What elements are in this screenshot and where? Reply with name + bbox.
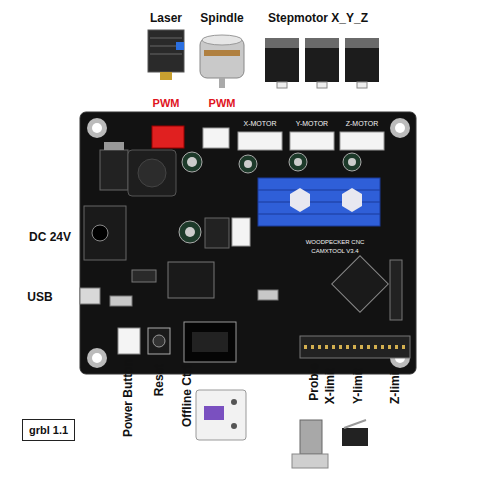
limit-switch-lever: [344, 420, 366, 428]
reset-button-cap: [153, 335, 165, 347]
header-pins: [304, 345, 406, 349]
capacitor-top: [187, 157, 197, 167]
offline-key: [231, 423, 237, 429]
part-label: X-limit: [324, 368, 336, 405]
spindle-end: [202, 35, 242, 45]
offline-header-pins: [192, 332, 228, 352]
icsp-header: [390, 260, 402, 320]
part-label: Y-MOTOR: [296, 120, 328, 127]
mount-hole: [87, 118, 107, 138]
part-label: X-MOTOR: [244, 120, 277, 127]
capacitor: [179, 221, 201, 243]
stepper-cap: [345, 38, 379, 48]
stepper-motor: [305, 38, 339, 82]
crystal: [258, 290, 278, 300]
stepper-connector: [317, 82, 327, 88]
power-button: [118, 328, 140, 354]
laser-module: [148, 30, 184, 72]
offline-key: [231, 399, 237, 405]
capacitor: [239, 155, 257, 173]
mount-hole: [87, 348, 107, 368]
regulator: [100, 150, 128, 190]
usb-chip: [168, 262, 214, 298]
motor-connector: [238, 132, 282, 150]
part-label: PWM: [153, 98, 180, 109]
heatsink-screw: [290, 188, 310, 212]
part-label: Z-limit: [389, 368, 401, 404]
part-label: Power Button: [122, 359, 134, 437]
heatsink-screw: [342, 188, 362, 212]
fan-connector: [232, 218, 250, 246]
capacitor: [343, 153, 361, 171]
heatsink: [258, 178, 380, 226]
mount-hole-center: [92, 353, 102, 363]
part-label: Stepmotor X_Y_Z: [268, 12, 368, 24]
stepper-connector: [277, 82, 287, 88]
regulator: [205, 218, 229, 248]
spindle-connector: [203, 128, 229, 148]
laser-fan-sticker: [176, 42, 184, 50]
part-label: Proble: [308, 363, 320, 400]
part-label: Y-limit: [352, 368, 364, 404]
stepper-cap: [265, 38, 299, 48]
laser-fin: [150, 38, 182, 39]
ic-chip: [132, 270, 156, 282]
crystal: [110, 296, 132, 306]
capacitor: [182, 152, 202, 172]
limit-header: [300, 336, 410, 358]
part-label: USB: [27, 291, 52, 303]
capacitor-top: [294, 158, 302, 166]
capacitor-top: [348, 158, 356, 166]
stepper-connector: [357, 82, 367, 88]
dc-jack: [84, 206, 126, 260]
spindle-band: [204, 50, 240, 56]
stepper-cap: [305, 38, 339, 48]
part-label: Laser: [150, 12, 182, 24]
stepper-motor: [265, 38, 299, 82]
inductor-core: [138, 159, 166, 187]
offline-controller: [196, 390, 246, 440]
limit-switch: [342, 428, 368, 446]
capacitor: [289, 153, 307, 171]
offline-header: [184, 322, 236, 362]
part-label: Z-MOTOR: [346, 120, 379, 127]
dc-jack-hole: [92, 225, 108, 241]
motor-connector: [290, 132, 334, 150]
part-label: Offline Ctrl: [181, 365, 193, 427]
mount-hole-center: [395, 123, 405, 133]
version-text: grbl 1.1: [29, 424, 68, 436]
microcontroller: [332, 256, 389, 313]
offline-screen: [204, 406, 224, 420]
spindle-shaft: [219, 78, 225, 88]
heatsink-fin: [258, 190, 380, 191]
heatsink-fin: [258, 214, 380, 215]
laser-fin: [150, 54, 182, 55]
part-label: DC 24V: [29, 231, 71, 243]
laser-lens: [160, 72, 172, 80]
version-box: grbl 1.1: [22, 419, 75, 441]
part-label: CAMXTOOL V3.4: [311, 248, 358, 254]
probe-tool: [300, 420, 322, 454]
part-label: Reset: [153, 364, 165, 397]
mount-hole: [390, 118, 410, 138]
part-label: PWM: [209, 98, 236, 109]
motor-connector: [340, 132, 384, 150]
laser-connector: [152, 126, 184, 148]
inductor: [128, 150, 176, 196]
stepper-motor: [345, 38, 379, 82]
capacitor-top: [185, 227, 195, 237]
mount-hole-center: [92, 123, 102, 133]
reset-button: [148, 328, 170, 354]
probe-plate: [292, 454, 328, 468]
regulator-tab: [104, 142, 124, 150]
capacitor-top: [244, 160, 252, 168]
pcb-board: [80, 112, 416, 374]
part-label: WOODPECKER CNC: [306, 239, 365, 245]
part-label: Spindle: [200, 12, 243, 24]
usb-port: [80, 288, 100, 304]
